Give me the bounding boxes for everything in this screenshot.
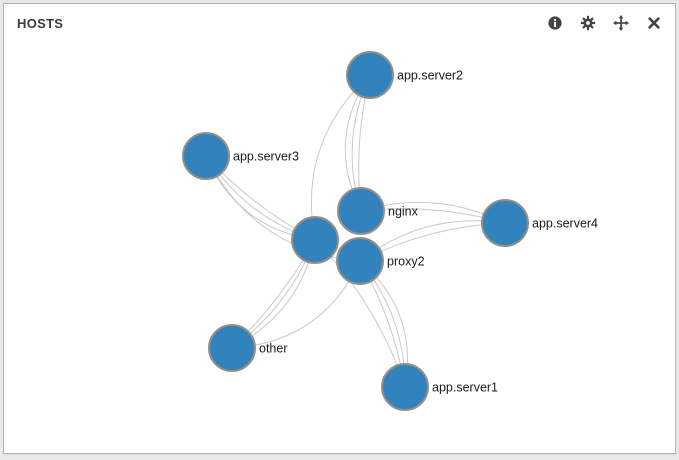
close-icon[interactable] — [646, 15, 662, 31]
graph-node-nginx[interactable] — [337, 187, 385, 235]
graph-node-label: app.server1 — [432, 381, 498, 395]
graph-node-unlabeled[interactable] — [291, 216, 339, 264]
graph-edge-app.server3-proxy2 — [205, 155, 361, 262]
info-icon[interactable] — [547, 15, 563, 31]
graph-node-label: other — [259, 342, 288, 356]
gear-icon[interactable] — [580, 15, 596, 31]
graph-node-app.server2[interactable] — [346, 51, 394, 99]
move-icon[interactable] — [613, 15, 629, 31]
graph-node-other[interactable] — [208, 324, 256, 372]
panel-title: HOSTS — [17, 15, 64, 31]
graph-node-label: proxy2 — [387, 255, 425, 269]
panel-header: HOSTS — [4, 4, 675, 39]
graph-node-app.server1[interactable] — [381, 363, 429, 411]
host-network-graph: app.server2 app.server3 nginx proxy2 app.ser… — [182, 51, 598, 411]
graph-node-label: app.server2 — [397, 69, 463, 83]
graph-node-label: app.server3 — [233, 150, 299, 164]
panel-toolbar — [547, 15, 662, 31]
graph-node-app.server3[interactable] — [182, 132, 230, 180]
graph-node-label: app.server4 — [532, 217, 598, 231]
graph-node-label: nginx — [388, 205, 419, 219]
graph-node-proxy2[interactable] — [336, 237, 384, 285]
graph-node-app.server4[interactable] — [481, 199, 529, 247]
hosts-widget-panel: app.server2 app.server3 nginx proxy2 app.ser… — [3, 3, 676, 454]
